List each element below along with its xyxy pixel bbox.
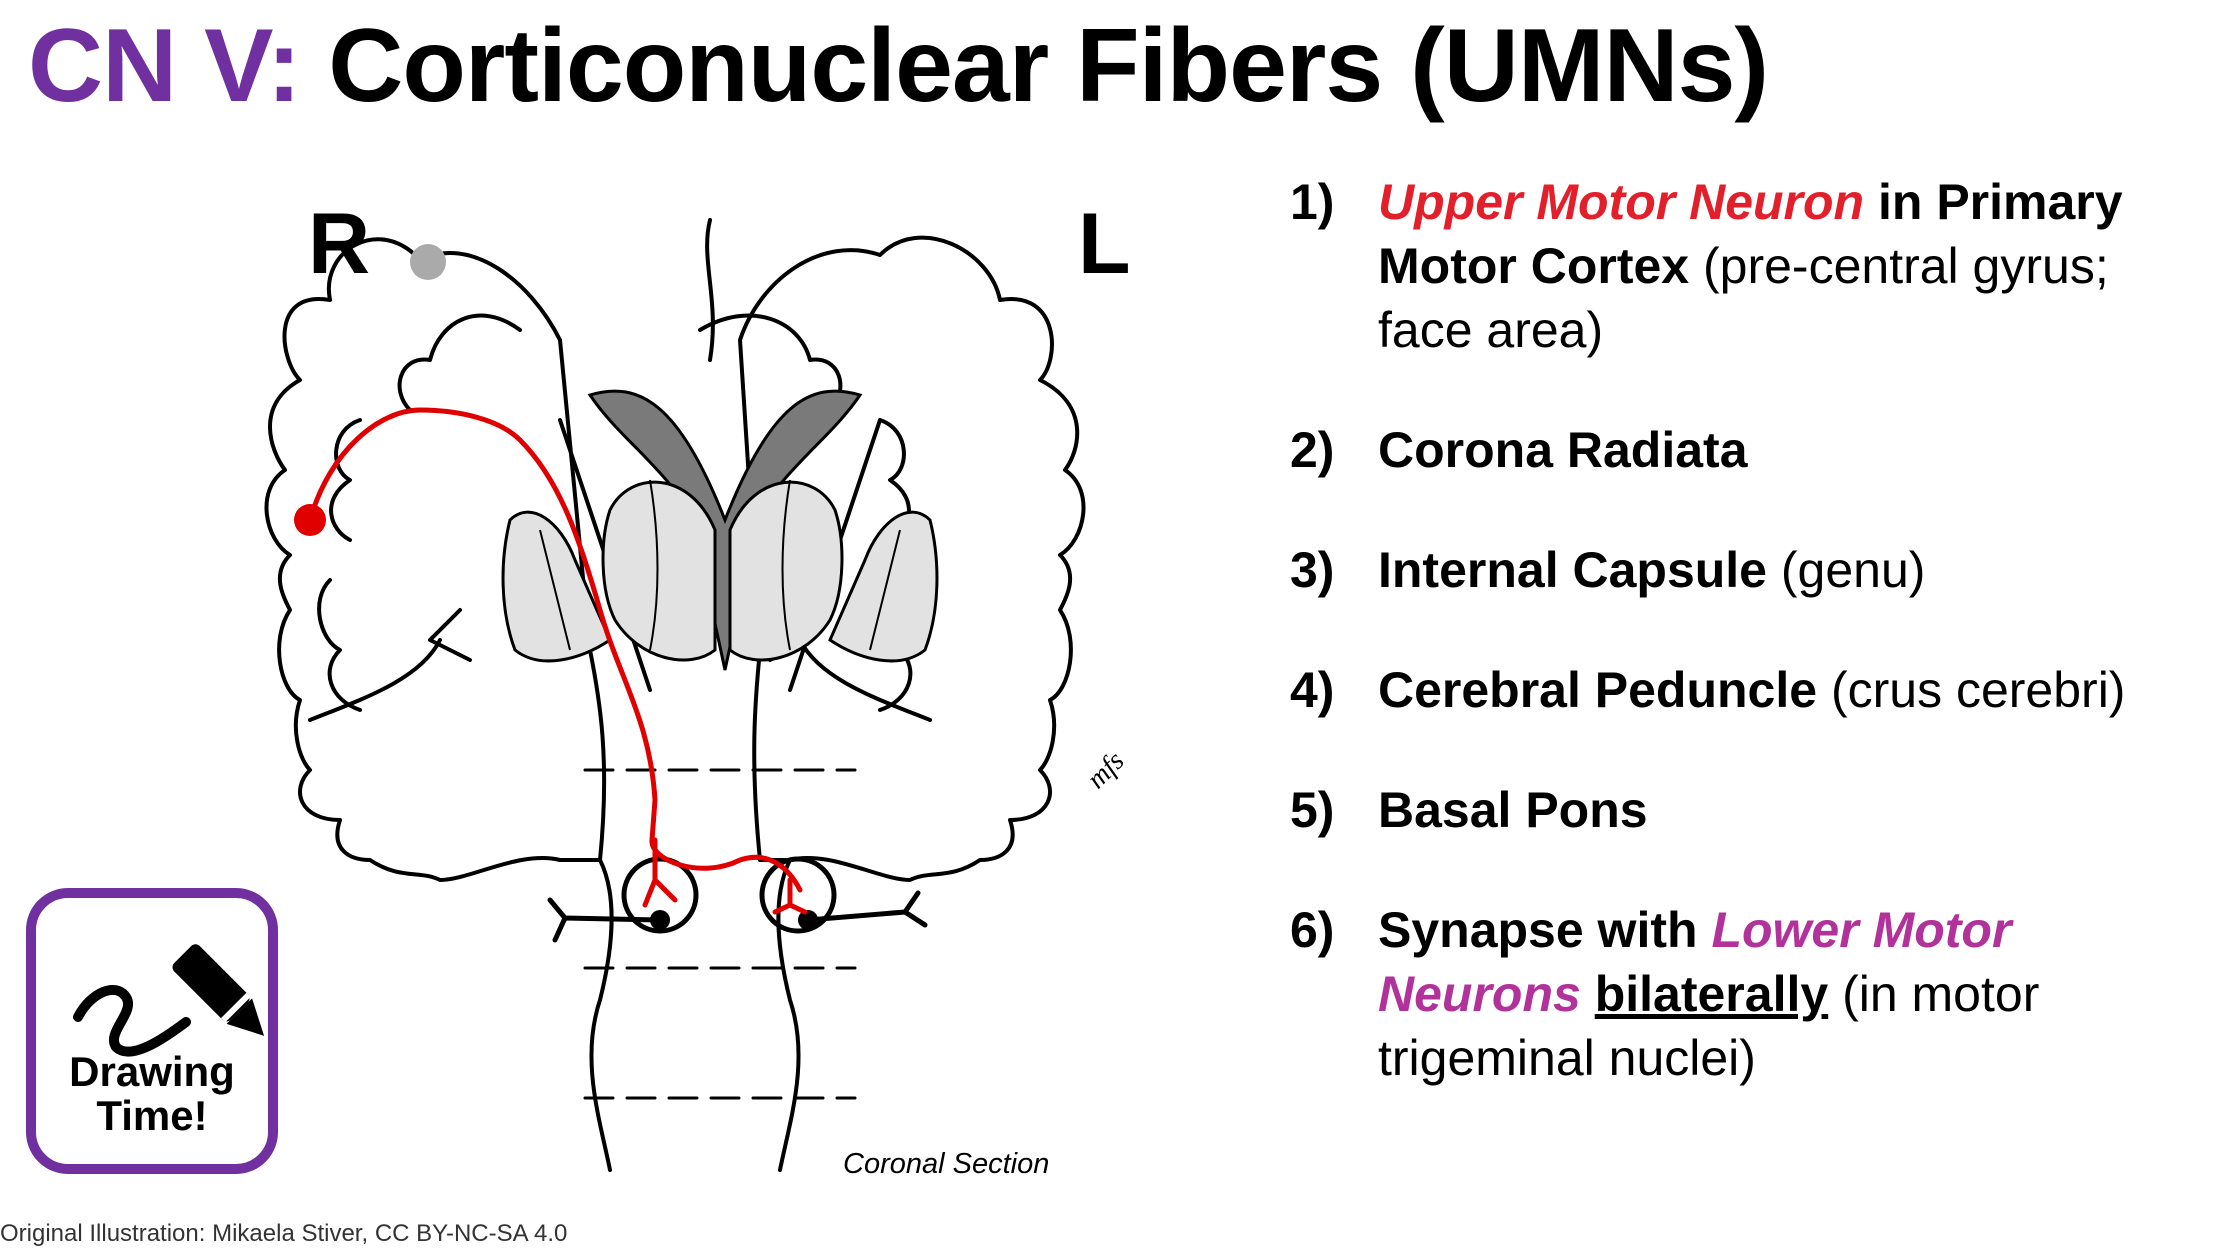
right-sylvian-fissure [308, 608, 472, 722]
image-credit: Original Illustration: Mikaela Stiver, C… [0, 1220, 568, 1247]
section-caption: Coronal Section [843, 1148, 1050, 1180]
item-rest: (genu) [1780, 542, 1926, 598]
list-item: 1) Upper Motor Neuron in Primary Motor C… [1290, 170, 2210, 362]
item-bold: Corona Radiata [1378, 422, 1748, 478]
list-item: 3) Internal Capsule (genu) [1290, 538, 2210, 602]
pathway-steps-list: 1) Upper Motor Neuron in Primary Motor C… [1290, 170, 2210, 1090]
side-label-left: L [1078, 196, 1131, 292]
longitudinal-fissure [705, 218, 715, 362]
right-synapse-terminal [642, 837, 678, 908]
drawing-time-badge: Drawing Time! [26, 888, 278, 1174]
item-number: 6) [1290, 902, 1335, 958]
pen-drawing-icon [73, 944, 265, 1057]
right-basal-ganglia [501, 510, 612, 663]
left-lmn-axon [805, 890, 928, 928]
left-trigeminal-motor-nucleus [759, 856, 837, 934]
side-label-right: R [308, 196, 370, 292]
right-hemisphere-outline [264, 237, 607, 882]
item-bold: Synapse with [1378, 902, 1698, 958]
item-bold: Internal Capsule [1378, 542, 1767, 598]
item-bold: Cerebral Peduncle [1378, 662, 1818, 718]
badge-line-2: Time! [96, 1092, 208, 1139]
upper-motor-neuron-label: Upper Motor Neuron [1378, 174, 1865, 230]
title-prefix: CN V: [28, 8, 301, 124]
marker-dot [410, 244, 446, 280]
umn-pathway [307, 407, 803, 893]
item-number: 4) [1290, 662, 1335, 718]
left-hemisphere-outline [738, 235, 1086, 882]
artist-signature: mfs [1081, 745, 1130, 794]
left-synapse-terminal [772, 877, 808, 915]
lower-motor-neuron-label: Lower Motor Neurons [1378, 902, 2012, 1022]
item-rest: (crus cerebri) [1830, 662, 2126, 718]
list-item: 5) Basal Pons [1290, 778, 2210, 842]
item-number: 5) [1290, 782, 1335, 838]
coronal-brain-diagram: R L mfs [264, 196, 1131, 1172]
badge-line-1: Drawing [69, 1048, 235, 1095]
item-number: 1) [1290, 174, 1335, 230]
umn-cell-body [294, 504, 326, 536]
item-number: 3) [1290, 542, 1335, 598]
right-trigeminal-motor-nucleus [621, 856, 699, 934]
item-rest: (pre-central gyrus; face area) [1378, 238, 2109, 358]
brainstem-outline [589, 858, 801, 1172]
item-bold: in Primary Motor Cortex [1378, 174, 2123, 294]
item-number: 2) [1290, 422, 1335, 478]
item-bold: Basal Pons [1378, 782, 1648, 838]
list-item: 4) Cerebral Peduncle (crus cerebri) [1290, 658, 2210, 722]
right-lmn-axon [547, 897, 663, 943]
left-basal-ganglia [828, 510, 939, 663]
right-thalamus [601, 480, 717, 662]
item-rest: (in motor trigeminal nuclei) [1378, 966, 2040, 1086]
list-item: 6) Synapse with Lower Motor Neurons bila… [1290, 898, 2210, 1090]
page-title: CN V: Corticonuclear Fibers (UMNs) [28, 6, 1769, 126]
bilaterally-label: bilaterally [1594, 966, 1829, 1022]
title-main: Corticonuclear Fibers (UMNs) [328, 8, 1769, 124]
list-item: 2) Corona Radiata [1290, 418, 2210, 482]
